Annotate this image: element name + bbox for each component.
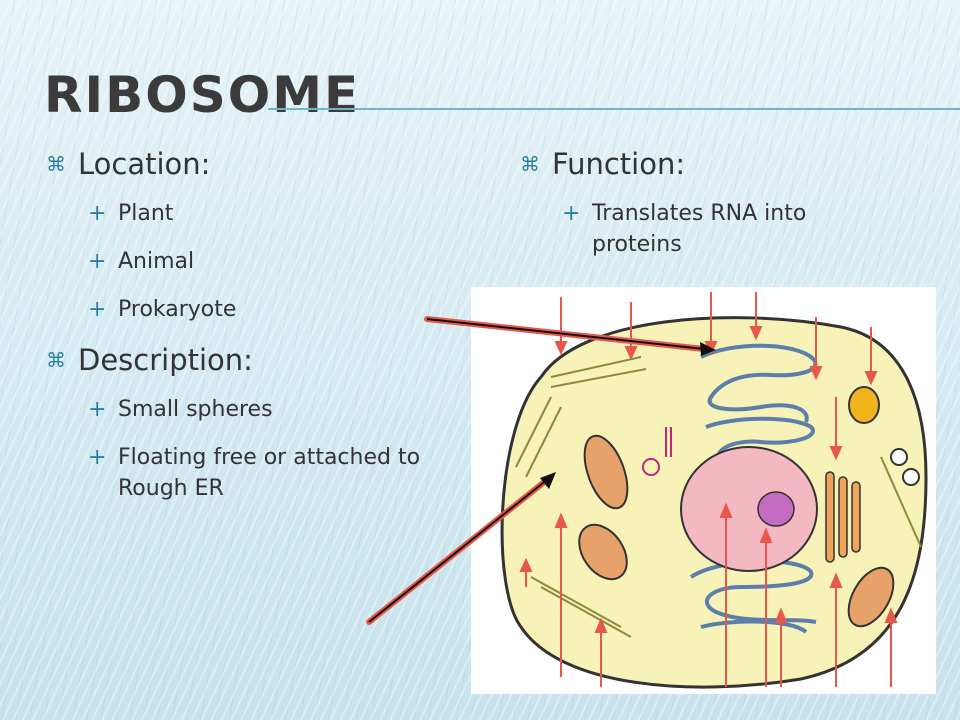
- golgi-icon: [825, 471, 861, 563]
- plus-icon: +: [88, 201, 107, 226]
- sub-bullet: + Plant: [88, 198, 466, 229]
- sub-bullet: + Floating free or attached to Rough ER: [88, 442, 466, 504]
- sub-bullet: + Animal: [88, 246, 466, 277]
- slide-title: Ribosome: [44, 66, 361, 124]
- plus-icon: +: [88, 297, 107, 322]
- plus-icon: +: [88, 249, 107, 274]
- heading-description: Description:: [78, 343, 253, 377]
- mitochondria-icon: [578, 434, 895, 628]
- left-column: ⌘ Location: + Plant + Animal + Prokaryot…: [46, 146, 466, 521]
- item-animal: Animal: [118, 249, 195, 274]
- title-underline: [268, 108, 960, 110]
- item-small-spheres: Small spheres: [118, 397, 273, 422]
- nucleolus-icon: [757, 491, 795, 527]
- bullet-function: ⌘ Function:: [520, 146, 940, 182]
- plus-icon: +: [562, 201, 581, 226]
- sub-bullet: + Small spheres: [88, 394, 466, 425]
- vesicle-icon: [902, 468, 920, 486]
- item-translates: Translates RNA into proteins: [592, 201, 807, 257]
- bullet-location: ⌘ Location:: [46, 146, 466, 182]
- bullet-icon: ⌘: [46, 152, 66, 176]
- vesicle-icon: [890, 448, 908, 466]
- plus-icon: +: [88, 445, 107, 470]
- bullet-icon: ⌘: [46, 348, 66, 372]
- bullet-icon: ⌘: [520, 152, 540, 176]
- cell-illustration: [500, 292, 928, 689]
- heading-function: Function:: [552, 147, 686, 181]
- animal-cell-diagram: [471, 287, 936, 694]
- sub-bullet: + Translates RNA into proteins: [562, 198, 862, 260]
- centriole-icon: [642, 427, 672, 476]
- item-floating: Floating free or attached to Rough ER: [118, 445, 421, 501]
- bullet-description: ⌘ Description:: [46, 342, 466, 378]
- item-plant: Plant: [118, 201, 174, 226]
- nucleus-icon: [680, 446, 818, 572]
- right-column: ⌘ Function: + Translates RNA into protei…: [520, 146, 940, 277]
- sub-bullet: + Prokaryote: [88, 294, 466, 325]
- vacuole-icon: [848, 386, 880, 424]
- item-prokaryote: Prokaryote: [118, 297, 237, 322]
- heading-location: Location:: [78, 147, 211, 181]
- plus-icon: +: [88, 397, 107, 422]
